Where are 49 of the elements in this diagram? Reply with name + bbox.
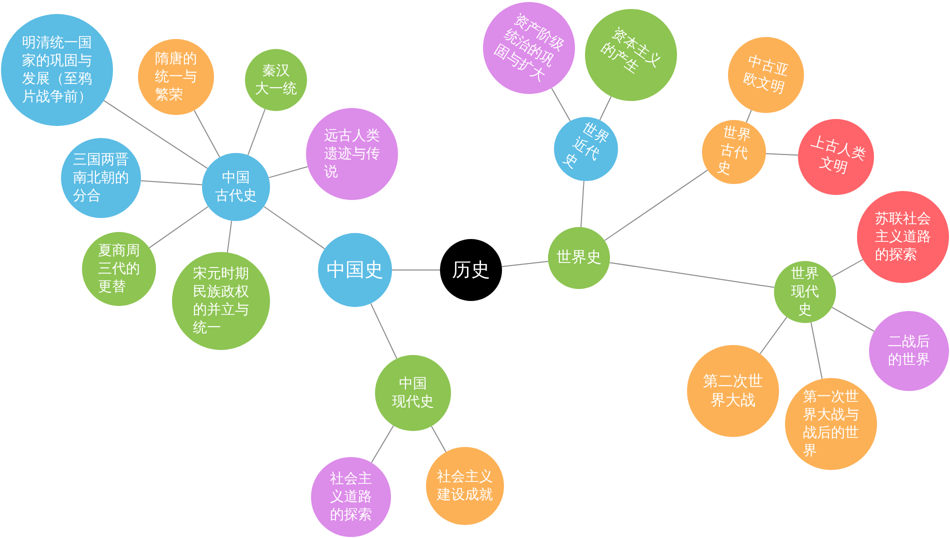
connector-line bbox=[431, 426, 446, 452]
topic-label: 第一次世界大战与战后的世界 bbox=[803, 388, 859, 460]
connector-line bbox=[226, 220, 232, 253]
topic-label: 秦汉大一统 bbox=[255, 62, 297, 98]
connector-line bbox=[247, 108, 266, 156]
connector-line bbox=[580, 180, 584, 228]
topic-label: 世界古代史 bbox=[715, 122, 753, 180]
connector-line bbox=[103, 100, 208, 169]
topic-label: 中国现代史 bbox=[392, 374, 434, 412]
topic-label: 社会主义道路的探索 bbox=[330, 470, 372, 524]
topic-label: 远古人类遗迹与传说 bbox=[324, 126, 380, 182]
topic-label: 中国史 bbox=[326, 258, 384, 282]
connector-line bbox=[604, 170, 708, 241]
connector-line bbox=[370, 303, 398, 360]
connector-line bbox=[194, 110, 220, 158]
connector-line bbox=[609, 262, 775, 288]
connector-line bbox=[599, 96, 612, 121]
connector-line bbox=[148, 206, 209, 248]
topic-circle bbox=[202, 153, 270, 221]
connector-line bbox=[832, 306, 875, 332]
connector-line bbox=[746, 110, 752, 123]
connector-line bbox=[501, 260, 549, 268]
topic-label: 世界史 bbox=[556, 248, 602, 268]
connector-line bbox=[140, 180, 203, 186]
connector-line bbox=[832, 259, 864, 278]
connector-line bbox=[810, 322, 823, 380]
topic-label: 二战后的世界 bbox=[888, 332, 930, 370]
connector-line bbox=[371, 425, 394, 464]
topic-label: 宋元时期民族政权的并立与统一 bbox=[193, 264, 249, 338]
topic-label: 上古人类文明 bbox=[808, 132, 868, 180]
topic-label: 资本主义的产生 bbox=[598, 24, 664, 79]
topic-label: 世界近代史 bbox=[560, 118, 612, 174]
topic-label: 历史 bbox=[452, 258, 490, 282]
topic-label: 明清统一国家的巩固与发展（至鸦片战争前） bbox=[22, 34, 92, 106]
topic-label: 社会主义建设成就 bbox=[437, 468, 493, 504]
topic-label: 中国古代史 bbox=[215, 168, 257, 206]
connector-line bbox=[760, 316, 788, 354]
topic-label: 夏商周三代的更替 bbox=[98, 242, 140, 296]
connector-line bbox=[766, 153, 798, 156]
topic-label: 中古亚欧文明 bbox=[741, 52, 791, 98]
connector-line bbox=[551, 88, 571, 122]
topic-label: 隋唐的统一与繁荣 bbox=[155, 50, 197, 104]
topic-label: 苏联社会主义道路的探索 bbox=[875, 210, 931, 264]
topic-label: 世界现代史 bbox=[791, 264, 819, 320]
topic-label: 三国两晋南北朝的分合 bbox=[73, 150, 129, 206]
topic-label: 资产阶级统治的巩固与扩大 bbox=[490, 10, 568, 86]
connector-line bbox=[263, 206, 326, 250]
topic-label: 第二次世界大战 bbox=[703, 372, 763, 410]
connector-line bbox=[268, 166, 308, 178]
